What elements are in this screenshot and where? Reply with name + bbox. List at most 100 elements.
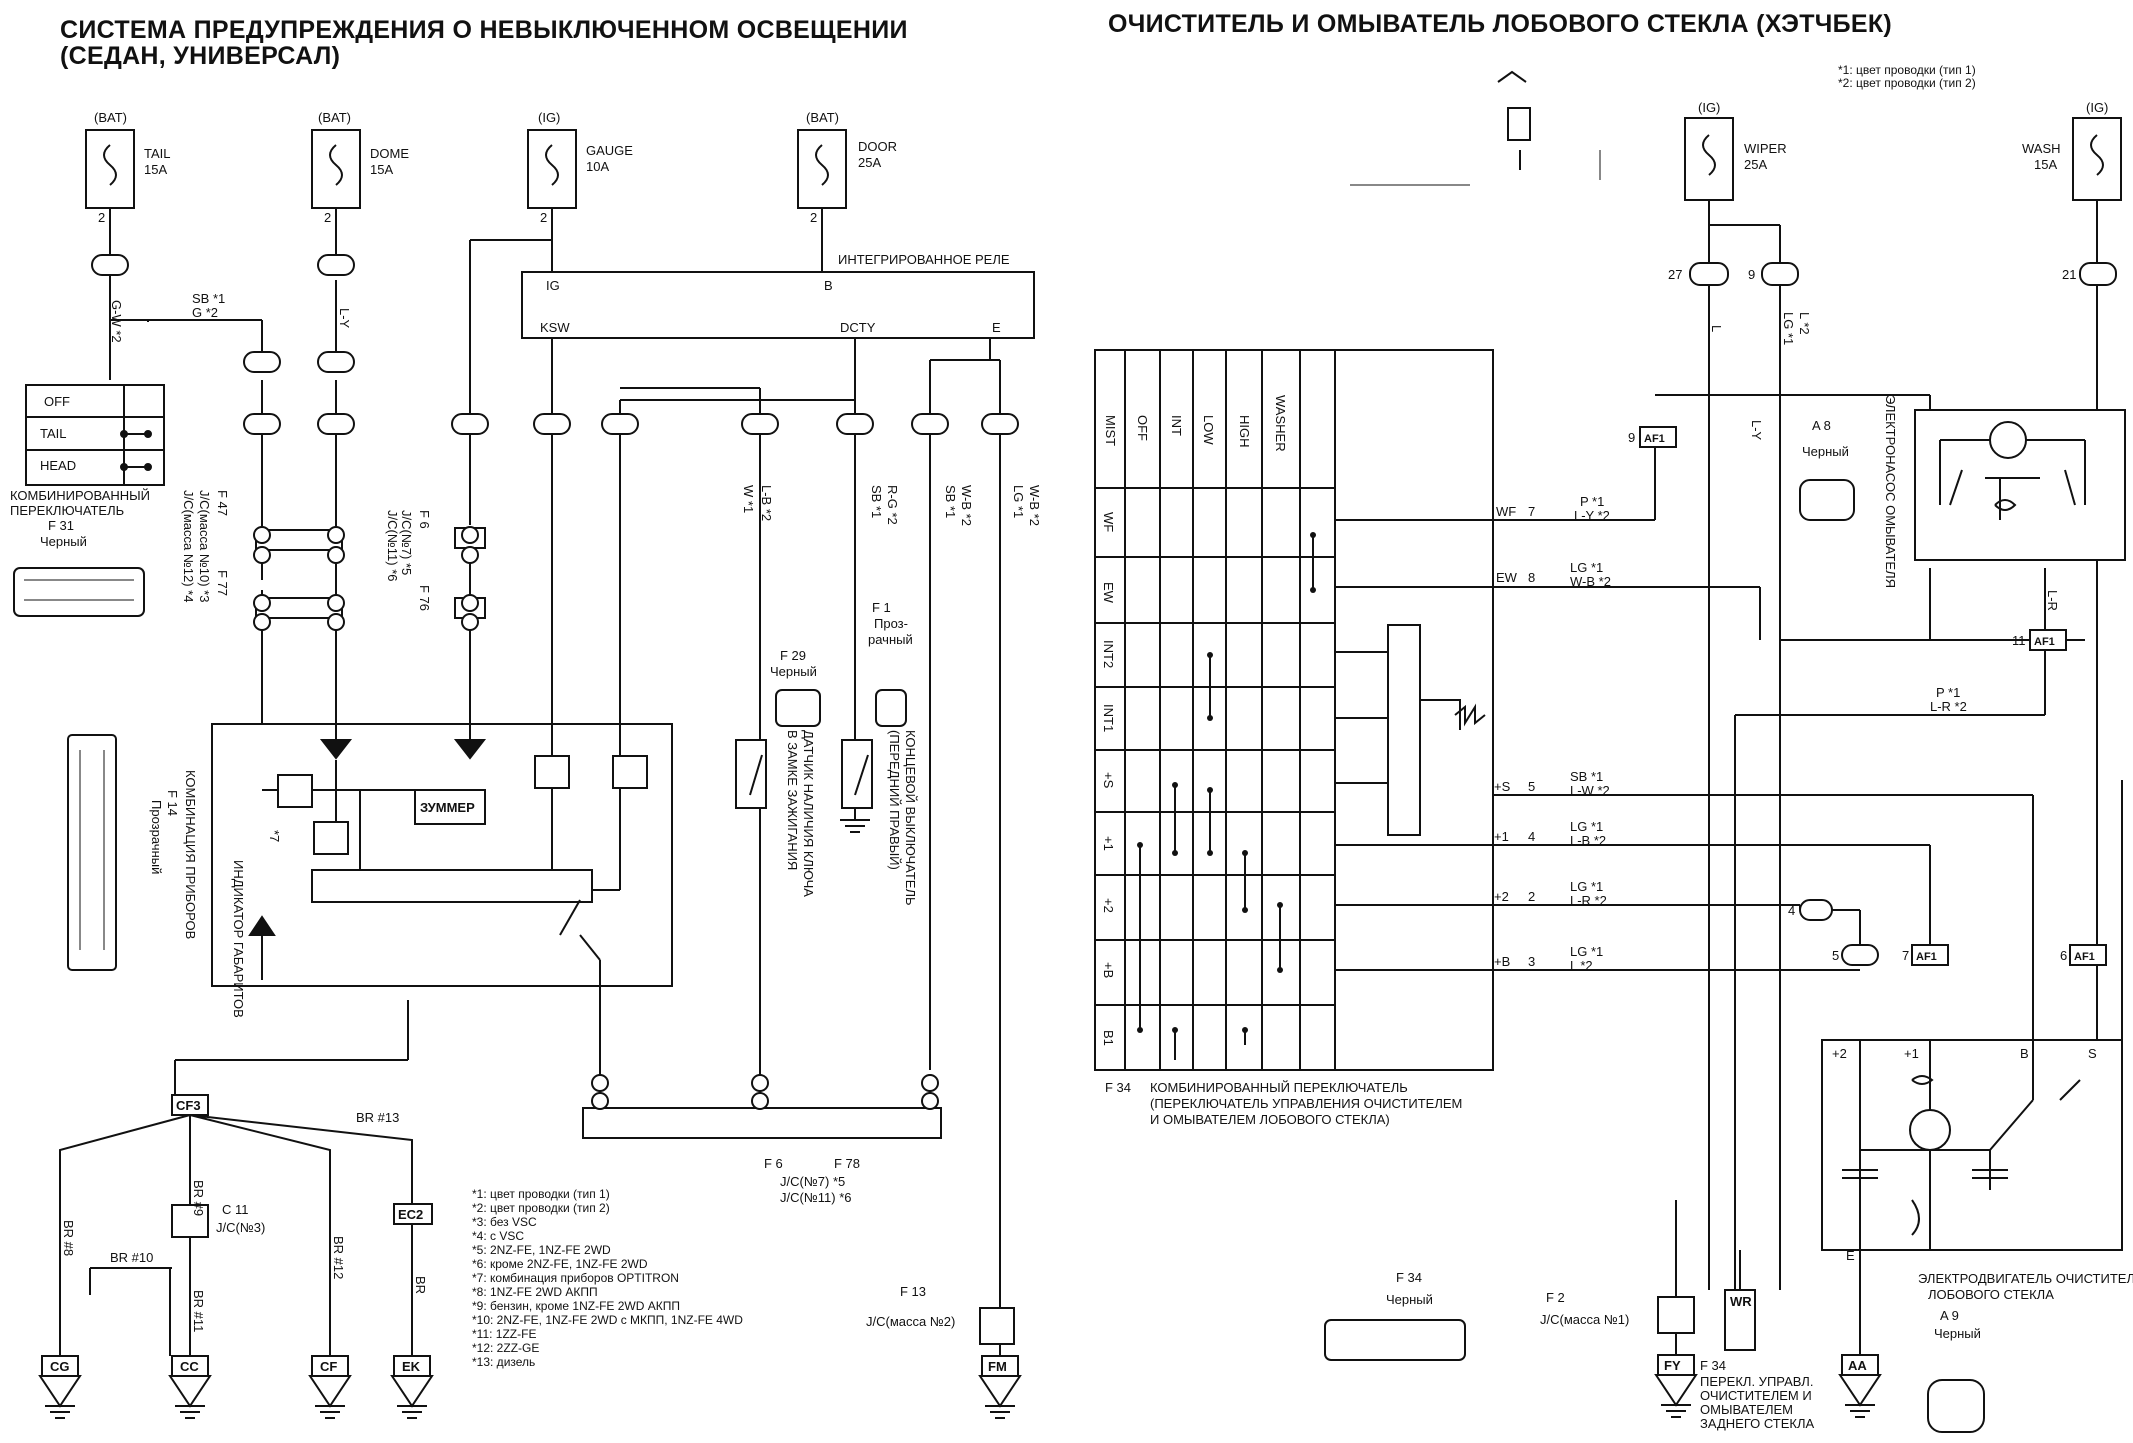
conn-6in (601, 413, 639, 435)
wire-lg1-11if: LG *1 (1011, 485, 1026, 518)
ground-aa-label: AA (1848, 1358, 1867, 1373)
cf3-label: CF3 (176, 1098, 201, 1113)
wiper-motor-pin-b: B (2020, 1046, 2029, 1061)
fuse-tail-source: (BAT) (94, 110, 127, 125)
wire-sb1-door: SB *1 (869, 485, 884, 518)
af1-label-2: AF1 (2034, 636, 2055, 648)
wire-r-lr2: L-R *2 (1570, 893, 1607, 908)
wire-gw2: G-W *2 (109, 300, 124, 343)
wire-r-lg1b: LG *1 (1570, 819, 1603, 834)
fuse-gauge (527, 129, 577, 272)
conn-7it (911, 413, 949, 435)
key-sensor-connector-drawing (775, 689, 821, 727)
wire-r-lr2b: L-R *2 (1930, 699, 1967, 714)
relay-pin-ig: IG (546, 278, 560, 293)
ground-cg (38, 1355, 82, 1419)
washer-pump-code: A 8 (1812, 418, 1831, 433)
pin-ew-name: EW (1496, 570, 1518, 585)
right-note-2: *2: цвет проводки (тип 2) (1838, 76, 1976, 90)
wire-r-p1b: P *1 (1936, 685, 1960, 700)
wire-r-lb2: L-B *2 (1570, 833, 1606, 848)
fuse-wash (2072, 117, 2122, 262)
conn-5ih (1841, 944, 1879, 966)
wire-r-lg1: LG *1 (1570, 560, 1603, 575)
f34-conn-color: Черный (1386, 1292, 1433, 1307)
fuse-tail-name: TAIL (144, 146, 171, 161)
bottom-jc-f78: F 78 (834, 1156, 860, 1171)
wire-r-l2: L *2 (1570, 958, 1593, 973)
fuse-door-rating: 25A (858, 155, 881, 170)
pin-wf-name: WF (1496, 504, 1516, 519)
wire-sb1-tail: SB *1 (192, 291, 225, 306)
f13-jc-block (979, 1307, 1015, 1345)
wire-r-p1: P *1 (1580, 494, 1604, 509)
conn-dome-1 (317, 254, 355, 276)
pin-wf-num: 7 (1528, 504, 1535, 519)
fuse-dome-source: (BAT) (318, 110, 351, 125)
washer-pump-color: Черный (1802, 444, 1849, 459)
jc-label-6: J/C(№11) *6 (385, 510, 400, 582)
relay-pin-e: E (992, 320, 1001, 335)
af1-label-1: AF1 (1644, 433, 1665, 445)
door-switch-code: F 1 (872, 600, 891, 615)
fuse-gauge-pin: 2 (540, 210, 547, 225)
fuse-dome-rating: 15A (370, 162, 393, 177)
jc3-code: C 11 (222, 1202, 249, 1217)
combo-pos-head: HEAD (40, 458, 76, 473)
rconn-7: 7 (1902, 948, 1909, 963)
fuse-door-source: (BAT) (806, 110, 839, 125)
left-note-1: *1: цвет проводки (тип 1) (472, 1187, 610, 1201)
jc3-block (171, 1204, 209, 1238)
wire-lb2-key: L-B *2 (759, 485, 774, 521)
fuse-dome (311, 129, 361, 255)
wire-r-lr: L-R (2045, 590, 2060, 611)
pin-1-name: +1 (1494, 829, 1509, 844)
fuse-gauge-name: GAUGE (586, 143, 633, 158)
conn-9af1 (1639, 426, 1677, 448)
wiper-switch-label-1: КОМБИНИРОВАННЫЙ ПЕРЕКЛЮЧАТЕЛЬ (1150, 1080, 1408, 1095)
conn-7af1 (1911, 944, 1949, 966)
jc-label-5: J/C(№7) *5 (399, 510, 414, 575)
ground-aa (1838, 1354, 1882, 1418)
rear-switch-label-1: ПЕРЕКЛ. УПРАВЛ. (1700, 1374, 1813, 1389)
right-title: ОЧИСТИТЕЛЬ И ОМЫВАТЕЛЬ ЛОБОВОГО СТЕКЛА (… (1108, 10, 1893, 38)
wiper-motor (1821, 1039, 2123, 1251)
fuse-wash-rating: 15A (2034, 157, 2057, 172)
row-int1: INT1 (1101, 704, 1116, 732)
rear-switch-label-3: ОМЫВАТЕЛЕМ (1700, 1402, 1793, 1417)
wire-r-lg1c: LG *1 (1570, 879, 1603, 894)
rconn-4: 4 (1788, 903, 1795, 918)
combo-color: Черный (40, 534, 87, 549)
wire-g2-tail: G *2 (192, 305, 218, 320)
col-washer: WASHER (1273, 395, 1288, 452)
cluster-buzzer: ЗУММЕР (420, 800, 475, 815)
rear-switch-tag: WR (1730, 1294, 1752, 1309)
wiper-switch-code: F 34 (1105, 1080, 1131, 1095)
pin-b-num: 3 (1528, 954, 1535, 969)
conn-6af1 (2069, 944, 2107, 966)
wire-sb1-key: W *1 (741, 485, 756, 513)
f13-label: J/C(масса №2) (866, 1314, 955, 1329)
wire-br-ek: BR (413, 1276, 428, 1294)
wire-r-l: L (1709, 325, 1724, 332)
f34-connector-drawing (1324, 1319, 1466, 1361)
conn-9io (1761, 262, 1799, 286)
f34-conn-code: F 34 (1396, 1270, 1422, 1285)
ground-ek (390, 1355, 434, 1419)
scan-artifact (1350, 70, 1601, 186)
key-sensor-label-2: В ЗАМКЕ ЗАЖИГАНИЯ (785, 730, 800, 870)
conn-5ip (451, 413, 489, 435)
pin-b-name: +B (1494, 954, 1510, 969)
fuse-wiper-name: WIPER (1744, 141, 1787, 156)
pin-1-num: 4 (1528, 829, 1535, 844)
cluster-indicator: ИНДИКАТОР ГАБАРИТОВ (231, 860, 246, 1018)
fuse-wiper-source: (IG) (1698, 100, 1720, 115)
conn-2ir (533, 413, 571, 435)
key-sensor-switch (735, 739, 767, 809)
fuse-wash-name: WASH (2022, 141, 2061, 156)
combo-pos-tail: TAIL (40, 426, 67, 441)
door-switch-color-1: Проз- (874, 616, 908, 631)
col-mist: MIST (1103, 415, 1118, 446)
conn-21ih (2079, 262, 2117, 286)
row-plus-s: +S (1101, 772, 1116, 789)
